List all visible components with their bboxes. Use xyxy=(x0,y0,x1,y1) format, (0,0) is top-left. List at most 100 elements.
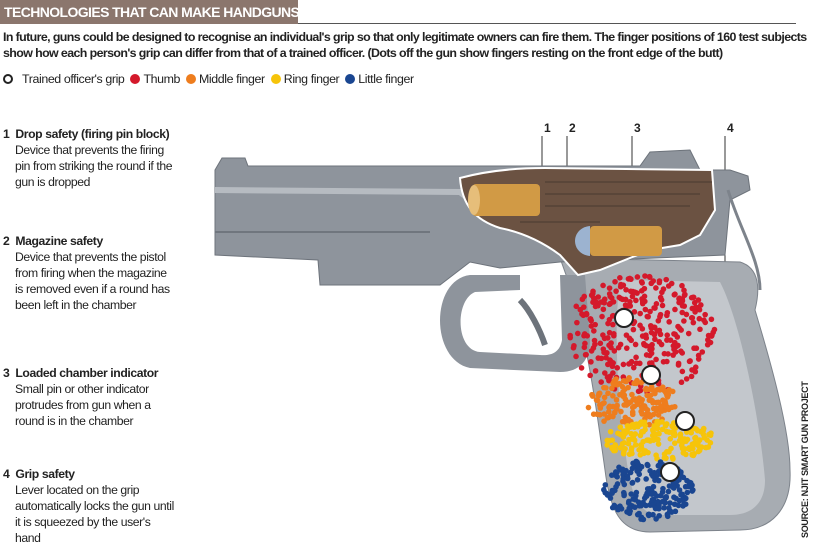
feature-description: Small pin or other indicator protrudes f… xyxy=(15,382,151,428)
thumb-dot xyxy=(683,311,690,318)
thumb-dot xyxy=(618,281,624,288)
middle-finger-dot xyxy=(633,380,640,387)
ring-finger-dot xyxy=(638,419,645,425)
thumb-dot xyxy=(600,282,606,289)
intro-text: In future, guns could be designed to rec… xyxy=(3,30,807,60)
thumb-dot xyxy=(672,291,678,297)
middle-finger-dot xyxy=(655,412,662,418)
legend-label: Trained officer's grip xyxy=(22,72,125,86)
cartridge-base xyxy=(468,185,480,215)
thumb-dot xyxy=(611,332,617,339)
thumb-dot xyxy=(627,298,633,305)
thumb-dot xyxy=(636,360,643,367)
little-finger-dot xyxy=(636,503,643,509)
thumb-dot xyxy=(657,313,663,320)
thumb-dot xyxy=(650,278,657,284)
middle-finger-dot xyxy=(665,391,672,398)
middle-finger-dot xyxy=(649,387,656,393)
little-finger-dot xyxy=(659,489,666,495)
middle-finger-dot xyxy=(625,376,632,383)
ring-finger-dot xyxy=(628,436,635,442)
ring-finger-dot xyxy=(617,424,624,430)
thumb-dot xyxy=(656,339,663,345)
thumb-dot xyxy=(666,319,672,325)
feature-list: 1 Drop safety (firing pin block) Device … xyxy=(3,126,208,546)
thumb-dot xyxy=(683,376,690,382)
thumb-dot xyxy=(634,274,641,280)
thumb-dot xyxy=(665,283,672,289)
thumb-dot xyxy=(630,364,637,371)
thumb-dot xyxy=(678,348,684,354)
thumb-dot xyxy=(607,373,613,380)
officer-grip-marker xyxy=(614,308,634,328)
middle-finger-dot xyxy=(601,400,607,406)
thumb-dot xyxy=(667,337,674,343)
ring-finger-dot xyxy=(701,434,708,441)
ring-finger-dot xyxy=(666,429,672,435)
feature-magazine-safety: 2 Magazine safety Device that prevents t… xyxy=(3,233,208,359)
thumb-dot xyxy=(695,352,702,359)
ring-finger-dot xyxy=(679,445,686,452)
thumb-dot xyxy=(579,311,585,317)
middle-finger-dot xyxy=(650,399,656,406)
title-rule xyxy=(298,23,796,24)
middle-finger-dot xyxy=(601,411,608,417)
ring-finger-dot xyxy=(606,437,612,444)
ring-finger-dot xyxy=(617,445,623,451)
thumb-dot xyxy=(697,326,703,333)
ring-finger-dot xyxy=(612,442,619,448)
source-credit: SOURCE: NJIT SMART GUN PROJECT xyxy=(800,381,810,538)
thumb-dot xyxy=(647,308,653,315)
thumb-dot xyxy=(705,337,711,343)
cartridge-chambered xyxy=(472,184,540,216)
little-finger-dot xyxy=(686,479,692,485)
little-finger-dot xyxy=(614,474,620,480)
little-finger-dot xyxy=(682,483,689,490)
ring-finger-dot xyxy=(677,437,683,444)
thumb-dot xyxy=(632,289,638,295)
orange-dot-icon xyxy=(186,74,197,84)
thumb-dot xyxy=(622,302,629,308)
little-finger-dot xyxy=(656,502,662,509)
thumb-dot xyxy=(676,295,683,302)
thumb-dot xyxy=(600,306,607,313)
thumb-dot xyxy=(681,287,687,294)
thumb-dot xyxy=(573,353,579,360)
ring-finger-dot xyxy=(703,444,709,451)
thumb-dot xyxy=(611,348,618,354)
thumb-dot xyxy=(702,311,708,318)
middle-finger-dot xyxy=(613,397,620,403)
thumb-dot xyxy=(638,279,645,285)
thumb-dot xyxy=(627,303,634,309)
feature-title: Grip safety xyxy=(15,467,75,481)
officer-grip-markers xyxy=(614,308,695,482)
thumb-dot xyxy=(612,278,618,285)
little-finger-dot xyxy=(661,505,667,511)
little-finger-dot xyxy=(684,489,691,496)
thumb-dot xyxy=(599,313,605,320)
thumb-dot xyxy=(595,355,602,361)
ring-finger-dot xyxy=(706,431,712,438)
thumb-dot xyxy=(578,365,585,371)
little-finger-dot xyxy=(628,491,634,497)
middle-finger-dot xyxy=(619,418,626,425)
thumb-dot xyxy=(574,319,580,326)
middle-finger-dot xyxy=(629,409,636,415)
yellow-dot-icon xyxy=(270,74,281,84)
middle-finger-dot xyxy=(609,385,615,392)
little-finger-dot xyxy=(690,487,696,493)
thumb-dot xyxy=(687,358,693,364)
thumb-dot xyxy=(692,364,699,370)
thumb-dot xyxy=(646,273,653,280)
thumb-dot xyxy=(645,313,651,320)
ring-finger-dot xyxy=(620,430,627,437)
ring-finger-dot xyxy=(655,436,661,443)
little-finger-dot xyxy=(608,472,615,478)
ring-finger-dot xyxy=(655,441,662,447)
middle-finger-dot xyxy=(638,379,645,386)
ring-finger-dot xyxy=(642,422,649,429)
little-finger-dot xyxy=(644,461,651,468)
ring-finger-dot xyxy=(661,455,668,461)
thumb-dot xyxy=(639,299,646,305)
